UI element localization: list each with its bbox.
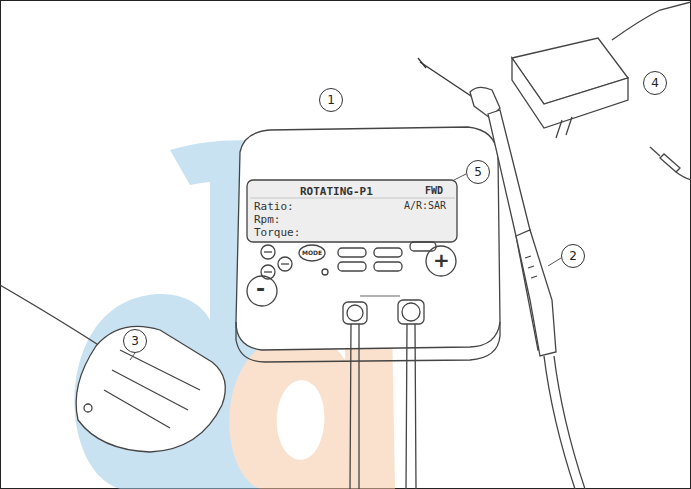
display xyxy=(247,180,457,242)
minus-button xyxy=(247,276,277,306)
file-bur xyxy=(420,62,474,98)
leader-line xyxy=(454,174,466,180)
key xyxy=(374,262,402,271)
plug-cord xyxy=(676,172,691,180)
button-label: MODE xyxy=(302,250,322,256)
watermark xyxy=(74,140,395,489)
pedal-ribs xyxy=(104,350,200,428)
display-text: A/R:SAR xyxy=(404,201,446,211)
display-text: FWD xyxy=(425,186,443,196)
logo-mark xyxy=(360,295,400,296)
small-button-minus xyxy=(281,263,289,264)
pedal-cord xyxy=(0,285,100,346)
key xyxy=(338,262,366,271)
small-button xyxy=(261,265,275,279)
display-text: Torque: xyxy=(254,227,300,238)
callout-circle: 5 xyxy=(466,160,490,184)
mode-button xyxy=(299,245,325,261)
callout-circle: 1 xyxy=(319,88,343,112)
leader-line xyxy=(130,353,135,360)
key xyxy=(338,248,366,257)
connector xyxy=(343,302,367,324)
adapter-side xyxy=(512,58,628,128)
dc-plug xyxy=(660,154,680,172)
micromotor xyxy=(516,230,556,356)
unit-base xyxy=(236,322,500,362)
key xyxy=(374,248,402,257)
connector-ring xyxy=(347,305,363,321)
button-label: + xyxy=(433,250,450,270)
callout-number: 3 xyxy=(131,335,139,347)
small-button-minus xyxy=(264,271,272,272)
display-text: Ratio: xyxy=(254,201,294,212)
callout-circle: 4 xyxy=(643,71,667,95)
file-tip xyxy=(418,58,426,68)
motor-marks xyxy=(525,256,537,278)
indicator xyxy=(322,269,328,275)
key xyxy=(410,242,436,251)
button-label: - xyxy=(256,278,265,300)
callout-number: 5 xyxy=(474,166,482,178)
callout-circle: 3 xyxy=(123,329,147,353)
connector xyxy=(398,300,424,324)
small-button-minus xyxy=(264,251,272,252)
leader-lines xyxy=(130,174,561,360)
motor-cable xyxy=(406,324,416,489)
handpiece-cable xyxy=(544,356,585,489)
callout-number: 2 xyxy=(569,250,577,262)
foot-pedal xyxy=(0,285,225,452)
adapter-prongs xyxy=(556,117,572,138)
pedal-body xyxy=(76,326,225,452)
callout-number: 1 xyxy=(327,94,335,106)
small-button xyxy=(261,245,275,259)
display-text: Rpm: xyxy=(254,214,281,225)
plug-tip xyxy=(650,147,660,156)
pedal-jack xyxy=(84,404,92,412)
small-button xyxy=(278,257,292,271)
connector-ring xyxy=(402,303,420,321)
leader-line xyxy=(548,258,561,266)
control-unit xyxy=(236,127,500,362)
callout-number: 4 xyxy=(651,77,659,89)
power-adapter xyxy=(512,2,691,180)
display-line xyxy=(250,198,455,199)
unit-body xyxy=(236,127,500,350)
callout-circle: 2 xyxy=(561,244,585,268)
adapter-cord xyxy=(612,2,691,40)
display-text: ROTATING-P1 xyxy=(300,186,373,197)
pedal-cable xyxy=(350,324,359,489)
